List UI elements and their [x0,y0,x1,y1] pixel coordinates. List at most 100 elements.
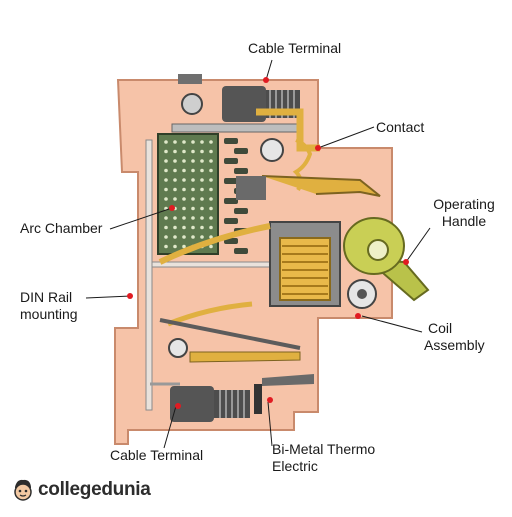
label-coil-line1: Coil [428,320,453,336]
arc-chamber-dot [200,206,204,211]
bottom-cable-terminal [170,374,314,422]
din-rail-bar-2 [151,261,273,268]
arc-chamber-dot [191,216,195,220]
arc-splitter-plate [224,238,238,244]
leader-contact [317,126,375,149]
arc-chamber-dot [191,140,195,144]
arc-chamber-dot [209,225,213,230]
arc-chamber-dot [209,206,213,211]
arc-splitter-plate [224,218,238,224]
arc-chamber-dot [200,187,204,192]
arc-chamber-dot [182,206,186,211]
arc-chamber-dot [209,235,213,239]
arc-chamber-dot [191,187,195,192]
marker-din [127,293,133,299]
label-bimetal-line1: Bi-Metal Thermo [272,441,376,457]
arc-chamber-dot [209,244,213,249]
arc-splitter-plate [234,248,248,254]
contact-mechanism [236,108,381,200]
arc-chamber-dot [200,149,204,154]
arc-splitter-plate [234,208,248,214]
arc-chamber-dot [173,149,177,154]
label-cable-terminal-top: Cable Terminal [248,40,342,56]
arc-chamber-dot [200,235,204,239]
label-coil-assembly: Coil Assembly [424,320,485,354]
arc-splitter-plate [224,138,238,144]
label-din-rail-line2: mounting [20,306,78,322]
arc-splitter-plate [234,148,248,154]
arc-chamber-dot [182,159,186,163]
arc-chamber-dot [173,225,177,230]
arc-chamber-dot [173,178,177,182]
arc-splitter-plate [224,198,238,204]
arc-chamber-dot [173,187,177,192]
arc-chamber-dot [173,159,177,163]
arc-splitter-plate [224,178,238,184]
brand-name: collegedunia [38,479,151,500]
arc-chamber-dot [164,149,168,154]
arc-chamber-dot [164,235,168,239]
arc-chamber-dot [182,168,186,173]
leader-din [85,295,131,299]
label-coil-line2: Assembly [424,337,485,353]
arc-chamber-dot [182,178,186,182]
arc-chamber-dot [182,197,186,201]
label-din-rail: DIN Rail mounting [20,289,78,323]
arc-chamber-dot [191,168,195,173]
arc-chamber-dot [173,216,177,220]
arc-chamber-dot [182,244,186,249]
arc-chamber-dot [200,159,204,163]
leader-coil [361,315,423,333]
arc-splitter-plate [224,158,238,164]
label-contact: Contact [376,119,425,135]
label-operating-handle-line1: Operating [433,196,495,212]
arc-chamber-dot [164,225,168,230]
leader-cable-top [265,59,273,81]
marker-cable-bot [175,403,181,409]
label-bimetal-line2: Electric [272,458,318,474]
arc-chamber-dot [200,168,204,173]
coil-assembly [158,221,377,309]
arc-chamber-dot [164,216,168,220]
arc-chamber-dot [182,149,186,154]
mascot-face-icon [14,479,32,501]
arc-chamber-dot [209,149,213,154]
trip-mechanism [150,301,301,386]
arc-chamber-dot [209,216,213,220]
label-din-rail-line1: DIN Rail [20,289,73,305]
leader-cable-bot [163,405,177,449]
din-rail-bar [145,139,153,411]
arc-chamber-dot [191,178,195,182]
arc-chamber-dot [191,225,195,230]
arc-chamber-dot [164,197,168,201]
arc-chamber-dot [200,197,204,201]
arc-chamber-dot [164,244,168,249]
arc-chamber-dot [164,187,168,192]
marker-coil [355,313,361,319]
arc-splitter-plate [234,168,248,174]
marker-handle [403,259,409,265]
label-arc-chamber: Arc Chamber [20,220,103,236]
label-operating-handle: Operating Handle [428,196,500,230]
arc-chamber-dot [200,225,204,230]
leader-bimetal [267,401,273,447]
arc-chamber-dot [182,140,186,144]
arc-chamber-dot [173,168,177,173]
marker-cable-top [263,77,269,83]
leader-handle [405,227,431,263]
arc-chamber-dot [191,235,195,239]
arc-chamber-dot [173,140,177,144]
arc-chamber-dot [182,225,186,230]
arc-chamber-dot [200,140,204,144]
arc-chamber-dot [200,178,204,182]
operating-handle [343,217,430,302]
arc-chamber-dot [164,178,168,182]
brand-logo: collegedunia [12,478,151,502]
arc-chamber-dot [173,197,177,201]
marker-arc [169,205,175,211]
marker-bimetal [267,397,273,403]
label-operating-handle-line2: Handle [441,213,487,229]
arc-chamber-dot [209,140,213,144]
